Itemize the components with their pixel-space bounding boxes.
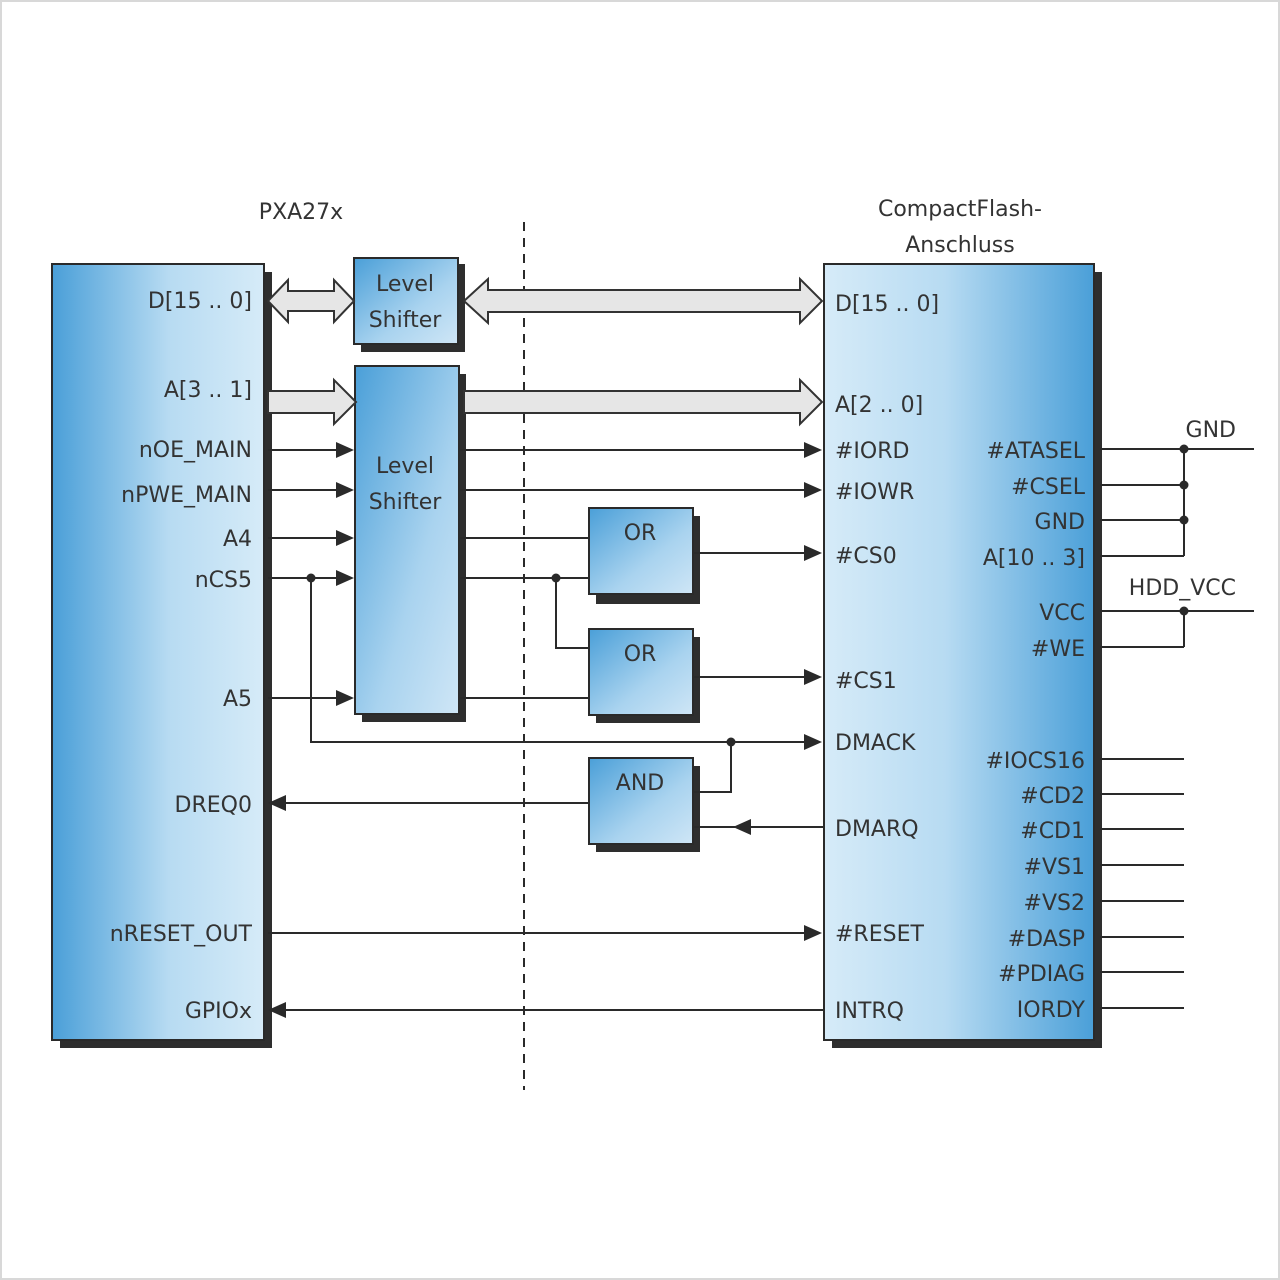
- gnd-rail-label: GND: [1186, 418, 1236, 443]
- pxa-pin-ncs5: nCS5: [195, 568, 252, 593]
- wire-dreq0: [268, 795, 589, 811]
- cf-pin-we: #WE: [1031, 637, 1085, 662]
- wire-intrq: [268, 1002, 824, 1018]
- wire-dmack: [310, 578, 822, 793]
- cf-right-pin-labels: #ATASEL #CSEL GND A[10 .. 3] VCC #WE #IO…: [983, 439, 1086, 1023]
- cf-pin-cs1: #CS1: [835, 669, 897, 694]
- cf-pin-cd1: #CD1: [1020, 819, 1085, 844]
- pxa27x-pin-labels: D[15 .. 0] A[3 .. 1] nOE_MAIN nPWE_MAIN …: [110, 289, 253, 1024]
- cf-pin-a10: A[10 .. 3]: [983, 546, 1085, 571]
- wire-nreset: [268, 925, 822, 941]
- vcc-rail-wires: [1100, 606, 1254, 648]
- wire-cs1: [693, 669, 822, 685]
- cf-pin-dmarq: DMARQ: [835, 817, 919, 842]
- cf-pin-iocs16: #IOCS16: [985, 749, 1085, 774]
- wire-dmarq: [693, 819, 824, 835]
- level-shifter-control-label-1: Level: [376, 454, 434, 479]
- gnd-rail-wires: [1100, 444, 1254, 557]
- wire-a4: [268, 530, 589, 546]
- level-shifter-control-label-2: Shifter: [369, 490, 443, 515]
- pxa-pin-gpiox: GPIOx: [185, 999, 252, 1024]
- cf-pin-iord: #IORD: [835, 439, 909, 464]
- pxa-pin-a: A[3 .. 1]: [164, 378, 252, 403]
- compactflash-block: [823, 263, 1102, 1048]
- cf-pin-gnd: GND: [1035, 510, 1085, 535]
- pxa-pin-a4: A4: [223, 527, 252, 552]
- or-gate-1-label: OR: [624, 521, 657, 546]
- pxa-pin-dreq0: DREQ0: [175, 793, 252, 818]
- wire-ncs5: [268, 570, 589, 649]
- or-gate-1: [588, 507, 700, 604]
- cf-pin-cs0: #CS0: [835, 544, 897, 569]
- compactflash-title-line1: CompactFlash-: [878, 197, 1042, 222]
- wire-cs0: [693, 545, 822, 561]
- pxa-pin-noe: nOE_MAIN: [139, 438, 252, 463]
- cf-pin-a: A[2 .. 0]: [835, 393, 923, 418]
- cf-pin-dasp: #DASP: [1008, 927, 1085, 952]
- pxa27x-title: PXA27x: [259, 200, 343, 225]
- cf-pin-iowr: #IOWR: [835, 480, 914, 505]
- pxa-pin-npwe: nPWE_MAIN: [121, 483, 252, 508]
- cf-pin-pdiag: #PDIAG: [998, 962, 1085, 987]
- cf-pin-dmack: DMACK: [835, 731, 916, 756]
- cf-pin-vcc: VCC: [1039, 601, 1085, 626]
- cf-pin-vs2: #VS2: [1024, 891, 1085, 916]
- cf-pin-d: D[15 .. 0]: [835, 292, 939, 317]
- hdd-vcc-rail-label: HDD_VCC: [1129, 576, 1236, 601]
- wire-npwe-main: [268, 482, 822, 498]
- and-gate: [588, 757, 700, 852]
- wire-a5: [268, 690, 589, 706]
- cf-pin-cd2: #CD2: [1020, 784, 1085, 809]
- pxa-pin-a5: A5: [223, 687, 252, 712]
- wire-noe-main: [268, 442, 822, 458]
- level-shifter-data-label-2: Shifter: [369, 308, 443, 333]
- cf-pin-vs1: #VS1: [1024, 855, 1085, 880]
- data-bus-arrow-right: [462, 276, 824, 326]
- level-shifter-data-label-1: Level: [376, 272, 434, 297]
- cf-pin-reset: #RESET: [835, 922, 924, 947]
- cf-pin-atasel: #ATASEL: [986, 439, 1085, 464]
- level-shifter-data: [353, 257, 465, 352]
- pxa27x-block: [51, 263, 272, 1048]
- pxa-pin-d: D[15 .. 0]: [148, 289, 252, 314]
- level-shifter-control: [354, 365, 466, 722]
- address-bus-arrow-left: [267, 377, 358, 427]
- address-bus-arrow-right: [463, 377, 824, 427]
- data-bus-arrow-left: [266, 277, 356, 325]
- cf-pin-intrq: INTRQ: [835, 999, 904, 1024]
- or-gate-2: [588, 628, 700, 723]
- unconnected-pin-stubs: [1100, 758, 1184, 1009]
- compactflash-title-line2: Anschluss: [905, 233, 1014, 258]
- or-gate-2-label: OR: [624, 642, 657, 667]
- cf-pin-iordy: IORDY: [1017, 998, 1086, 1023]
- cf-left-pin-labels: D[15 .. 0] A[2 .. 0] #IORD #IOWR #CS0 #C…: [835, 292, 939, 1024]
- pxa-pin-nreset: nRESET_OUT: [110, 922, 253, 947]
- and-gate-label: AND: [616, 771, 664, 796]
- cf-pin-csel: #CSEL: [1011, 475, 1086, 500]
